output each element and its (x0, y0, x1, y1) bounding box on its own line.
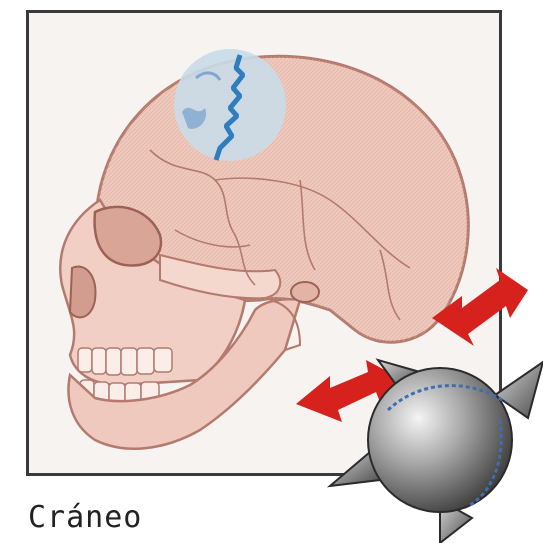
nasal-cavity (70, 267, 95, 318)
ear-canal (291, 282, 319, 302)
caption-label: Cráneo (28, 500, 142, 535)
fracture-highlight (174, 49, 286, 161)
